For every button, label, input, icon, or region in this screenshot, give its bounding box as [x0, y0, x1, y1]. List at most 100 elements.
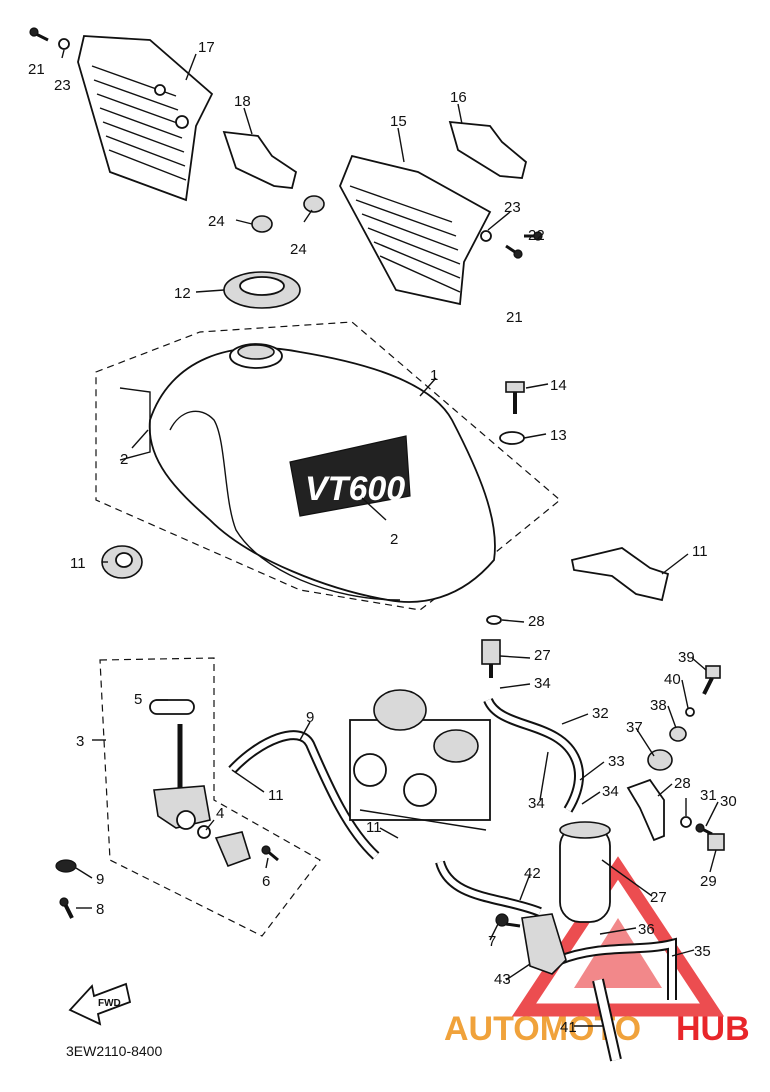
callout-18: 16	[450, 89, 467, 106]
washer-40	[685, 707, 695, 717]
callout-24b: 24	[290, 241, 307, 258]
fuel-cap	[223, 271, 301, 309]
tank-logo-text: VT600	[305, 470, 405, 508]
callout-43: 43	[494, 971, 511, 988]
callout-12: 12	[174, 285, 191, 302]
bolt-39	[702, 665, 721, 695]
callout-11a: 11	[268, 787, 284, 804]
callout-40: 40	[664, 671, 681, 688]
callout-34c: 34	[528, 795, 545, 812]
fuel-tank: VT600	[95, 321, 561, 611]
side-cover-right	[339, 154, 492, 306]
screw-6	[261, 845, 279, 862]
hose-32	[483, 697, 584, 813]
damper-13	[101, 545, 143, 579]
callout-23b: 23	[504, 199, 521, 216]
callout-numbers: 17 21 23 18 16 15 23 22 24 24 21 12 1 14…	[28, 39, 737, 1036]
washer-23-right	[480, 230, 492, 242]
callout-5: 5	[134, 691, 142, 708]
callout-15: 13	[550, 427, 567, 444]
screw-21-left	[29, 27, 49, 42]
callout-34a: 34	[534, 675, 551, 692]
hose-41	[592, 978, 622, 1062]
carburetor	[349, 689, 491, 831]
callout-31: 31	[700, 787, 717, 804]
screw-21-right	[505, 244, 523, 259]
callout-37: 37	[626, 719, 643, 736]
lever-plate	[214, 831, 251, 868]
callout-25: 27	[534, 647, 551, 664]
callout-19: 17	[198, 39, 215, 56]
bracket-14	[570, 547, 670, 602]
callout-11b: 11	[366, 819, 382, 836]
callout-6: 6	[262, 873, 270, 890]
callout-29: 29	[700, 873, 717, 890]
callout-42: 42	[524, 865, 541, 882]
washer-9	[55, 859, 77, 873]
screw-7	[495, 913, 521, 928]
tank-logo: VT600	[289, 435, 411, 517]
callout-41: 41	[560, 1019, 577, 1036]
bolt-16	[505, 381, 525, 414]
callout-39: 39	[678, 649, 695, 666]
fuel-hose-10	[228, 730, 380, 860]
callout-21a: 21	[28, 61, 45, 78]
washer-23-left	[58, 38, 70, 50]
callout-3: 3	[76, 733, 84, 750]
side-cover-plate-right	[448, 120, 528, 179]
hose-35	[558, 937, 677, 1000]
watermark-right-text: HUB	[676, 1010, 750, 1048]
grommet-right	[303, 195, 325, 213]
callout-13: 11	[70, 555, 86, 572]
gasket-5	[149, 699, 195, 715]
washer-31	[680, 816, 692, 828]
screw-22	[524, 231, 543, 241]
callout-21b: 21	[506, 309, 523, 326]
diagram-code: 3EW2110-8400	[66, 1043, 162, 1059]
callout-2b: 2	[390, 531, 398, 548]
callout-28: 28	[674, 775, 691, 792]
side-cover-left	[77, 35, 214, 202]
callout-23a: 23	[54, 77, 71, 94]
callout-14: 11	[692, 543, 708, 560]
callout-9: 9	[96, 871, 104, 888]
callout-1: 1	[430, 367, 438, 384]
side-cover-plate-left	[222, 130, 298, 189]
fuel-filter-25	[481, 639, 501, 678]
screw-8	[59, 897, 74, 919]
callout-27: 27	[650, 889, 667, 906]
callout-24a: 24	[208, 213, 225, 230]
bracket-43	[521, 913, 567, 975]
fwd-label: FWD	[98, 998, 121, 1009]
clip-26	[486, 615, 502, 625]
grommet-left	[251, 215, 273, 233]
fuel-cock-group	[99, 657, 321, 937]
callout-20: 18	[234, 93, 251, 110]
bracket-28	[626, 778, 665, 842]
callout-26: 28	[528, 613, 545, 630]
callout-17: 15	[390, 113, 407, 130]
screw-30	[695, 823, 713, 836]
callout-4: 4	[216, 805, 224, 822]
callout-10: 9	[306, 709, 314, 726]
callout-8: 8	[96, 901, 104, 918]
callout-16: 14	[550, 377, 567, 394]
collar-38	[669, 726, 687, 742]
callout-7: 7	[488, 933, 496, 950]
callout-33: 33	[608, 753, 625, 770]
washer-15	[499, 431, 525, 445]
callout-30: 30	[720, 793, 737, 810]
callout-2a: 2	[120, 451, 128, 468]
fwd-arrow: FWD	[68, 982, 132, 1026]
leader-lines	[61, 49, 719, 1027]
callout-22: 22	[528, 227, 545, 244]
callout-32: 32	[592, 705, 609, 722]
callout-35: 35	[694, 943, 711, 960]
callout-36: 36	[638, 921, 655, 938]
fuel-pump-27	[559, 821, 611, 923]
hose-42	[435, 860, 542, 917]
bolt-29	[707, 833, 725, 851]
callout-38: 38	[650, 697, 667, 714]
callout-34b: 34	[602, 783, 619, 800]
